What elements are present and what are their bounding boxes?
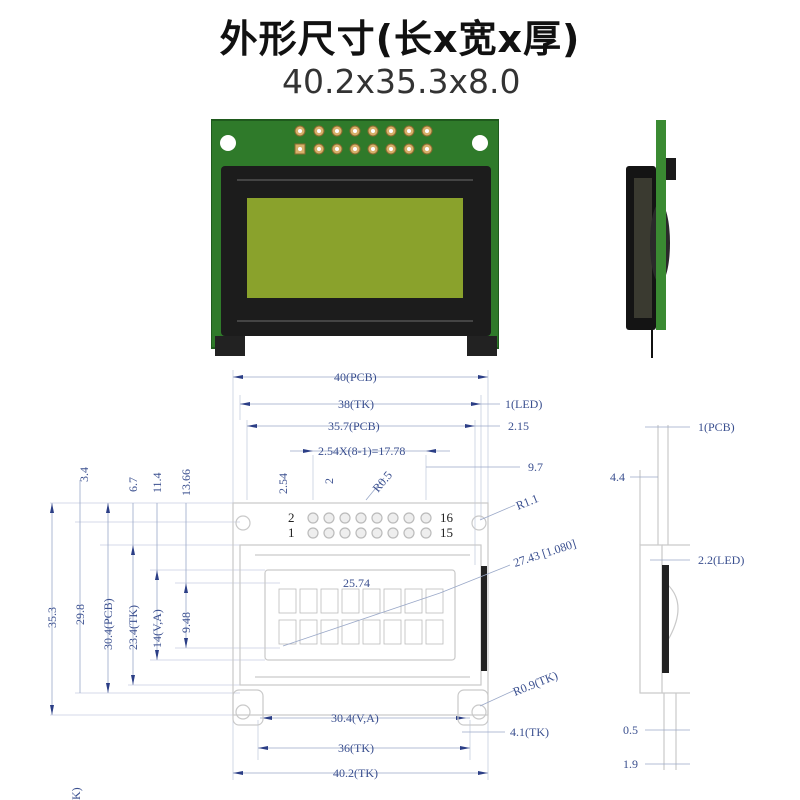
led-backlight-bar — [481, 566, 487, 671]
dim-298: 29.8 — [73, 604, 87, 625]
page-title: 外形尺寸(长x宽x厚) — [219, 17, 581, 61]
dim-948: 9.48 — [179, 612, 193, 633]
dim-tk41: 4.1(TK) — [510, 725, 549, 739]
pin-label-16: 16 — [440, 510, 454, 525]
dim-pitch-v: 2.54 — [276, 473, 290, 494]
dim-14va: 14(V,A) — [150, 609, 164, 648]
dimensions-summary: 40.2x35.3x8.0 — [282, 62, 521, 101]
lcd-front-photo — [211, 119, 499, 356]
dim-pcb-width: 40(PCB) — [334, 370, 377, 384]
dim-side-44: 4.4 — [610, 470, 625, 484]
dim-1366: 13.66 — [179, 469, 193, 496]
lcd-side-photo — [626, 120, 676, 358]
dim-pin-pitch: 2.54X(8-1)=17.78 — [318, 444, 405, 458]
dim-tk-width: 38(TK) — [338, 397, 374, 411]
mount-hole-icon — [472, 135, 488, 151]
dim-114: 11.4 — [150, 472, 164, 493]
lcd-screen — [247, 198, 463, 298]
dim-screen-diag: 27.43 [1.080] — [512, 536, 578, 569]
dim-side-05: 0.5 — [623, 723, 638, 737]
pin-label-15: 15 — [440, 525, 453, 540]
dim-215: 2.15 — [508, 419, 529, 433]
pin-label-1: 1 — [288, 525, 295, 540]
dim-353: 35.3 — [45, 607, 59, 628]
dim-side-19: 1.9 — [623, 757, 638, 771]
dim-r11: R1.1 — [514, 491, 541, 513]
pin-label-2: 2 — [288, 510, 295, 525]
dim-side-pcb: 1(PCB) — [698, 420, 735, 434]
dim-va: 30.4(V,A) — [331, 711, 379, 725]
dim-r09: R0.9(TK) — [511, 668, 560, 699]
mount-hole-icon — [220, 135, 236, 151]
cropped-label: K) — [69, 787, 83, 800]
dim-side-led: 2.2(LED) — [698, 553, 744, 567]
dim-screen-width: 25.74 — [343, 576, 370, 590]
dim-tk36: 36(TK) — [338, 741, 374, 755]
dim-pitch-2: 2 — [322, 478, 336, 484]
dim-234tk: 23.4(TK) — [126, 605, 140, 650]
dim-pcb-inner: 35.7(PCB) — [328, 419, 380, 433]
dim-67: 6.7 — [126, 477, 140, 492]
dim-led: 1(LED) — [505, 397, 542, 411]
dimension-drawing: 40(PCB) 38(TK) 35.7(PCB) 2.54X(8-1)=17.7… — [45, 370, 744, 800]
dim-304pcb: 30.4(PCB) — [101, 598, 115, 650]
dim-97: 9.7 — [528, 460, 543, 474]
dim-tk402: 40.2(TK) — [333, 766, 378, 780]
dim-34: 3.4 — [77, 467, 91, 482]
